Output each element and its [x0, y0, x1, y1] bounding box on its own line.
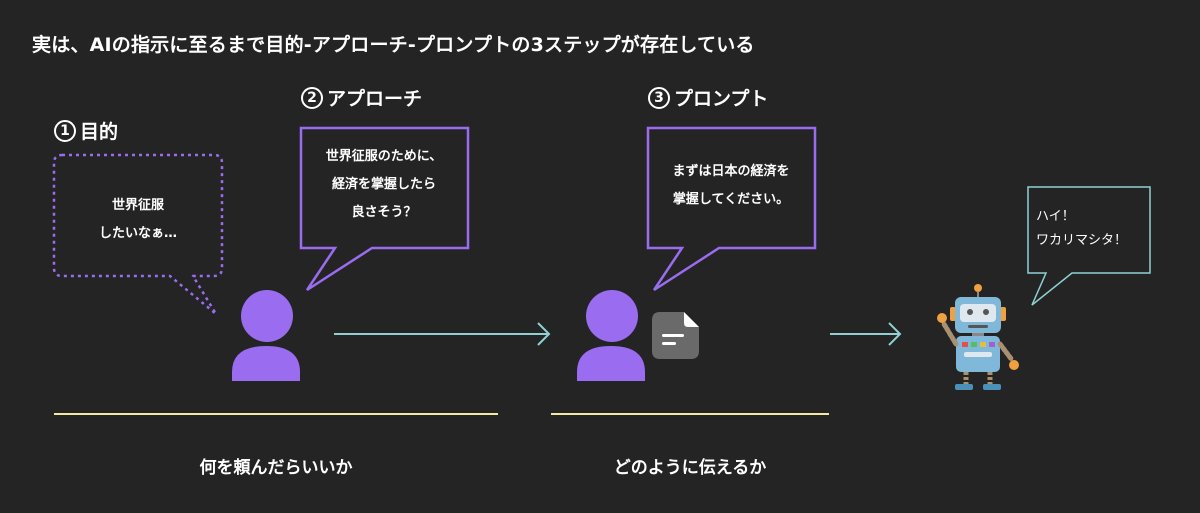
page-title: 実は、AIの指示に至るまで目的-アプローチ-プロンプトの3ステップが存在している [32, 34, 755, 56]
step-1-text: 目的 [80, 121, 119, 143]
prompt-bubble [646, 126, 817, 292]
step-3-number: 3 [648, 86, 670, 109]
person-icon [577, 290, 645, 381]
arrow-right-icon [830, 322, 902, 346]
step-1-label: 1 目的 [54, 117, 118, 144]
prompt-bubble-text: まずは日本の経済を 掌握してください。 [672, 164, 790, 207]
robot-icon [937, 284, 1019, 390]
purpose-bubble-text: 世界征服 したいなぁ… [98, 198, 177, 241]
arrow-right-icon [334, 322, 551, 346]
bottom-label-right: どのように伝えるか [613, 458, 767, 478]
step-2-text: アプローチ [327, 88, 423, 110]
step-3-text: プロンプト [674, 88, 769, 110]
document-icon [652, 312, 699, 359]
step-2-number: 2 [301, 86, 323, 109]
step-2-label: 2 アプローチ [301, 84, 422, 111]
step-3-label: 3 プロンプト [648, 84, 768, 111]
step-1-number: 1 [54, 119, 76, 142]
robot-bubble [1027, 186, 1151, 306]
bottom-label-left: 何を頼んだらいいか [199, 458, 353, 478]
robot-bubble-text: ハイ！ ワカリマシタ！ [1036, 209, 1128, 248]
purpose-bubble [52, 153, 224, 316]
approach-bubble-text: 世界征服のために、 経済を掌握したら 良さそう？ [325, 149, 443, 220]
person-icon [232, 290, 300, 381]
approach-bubble [299, 126, 470, 292]
